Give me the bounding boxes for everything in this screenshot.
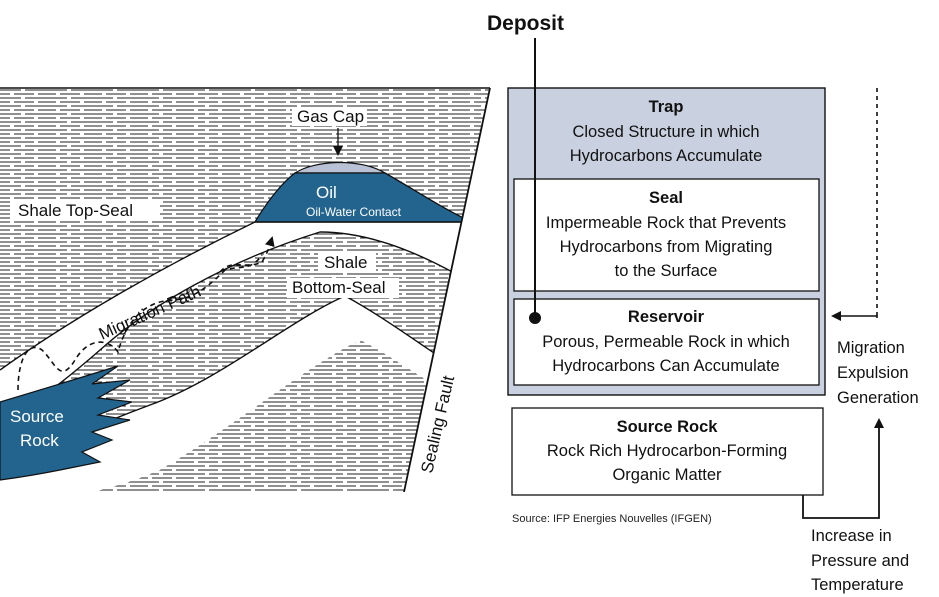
generation-label: Generation [837,389,919,407]
seal-line-1: Impermeable Rock that Prevents [546,214,786,232]
deposit-title: Deposit [487,12,564,35]
gas-cap-zone [292,161,388,174]
shale-top-seal-label: Shale Top-Seal [18,201,133,220]
source-rock-line-2: Organic Matter [612,466,722,484]
oil-water-contact-label: Oil-Water Contact [306,205,402,219]
reservoir-line-1: Porous, Permeable Rock in which [542,333,790,351]
reservoir-band [0,222,490,425]
sealing-fault-line [403,87,491,493]
seal-title: Seal [649,189,683,207]
source-rock-box [511,407,824,496]
reservoir-box [513,298,820,386]
increase-line-1: Increase in [811,527,892,545]
reservoir-line-2: Hydrocarbons Can Accumulate [552,357,779,375]
migration-label: Migration [837,339,905,357]
gas-cap-label: Gas Cap [297,107,364,126]
source-rock-line-1: Rock Rich Hydrocarbon-Forming [547,442,787,460]
cross-section [0,88,490,492]
generation-arrow [802,418,884,519]
oil-label: Oil [316,183,337,202]
oil-zone [253,172,473,223]
reservoir-title: Reservoir [628,308,705,326]
source-note: Source: IFP Energies Nouvelles (IFGEN) [512,513,712,525]
lower-band [0,296,490,492]
source-rock-label-2: Rock [20,431,59,450]
seal-line-2: Hydrocarbons from Migrating [560,238,773,256]
expulsion-label: Expulsion [837,364,909,382]
trap-line-1: Closed Structure in which [572,123,759,141]
increase-line-3: Temperature [811,576,904,594]
trap-line-2: Hydrocarbons Accumulate [570,147,763,165]
deposit-pointer-dot [529,312,541,324]
source-rock-zone [0,365,133,481]
trap-title: Trap [649,98,684,116]
increase-line-2: Pressure and [811,552,909,570]
shale-bottom-label-1: Shale [324,253,367,272]
source-rock-label-1: Source [10,407,64,426]
seal-line-3: to the Surface [615,262,718,280]
migration-dashed-path [17,254,263,391]
shale-bottom-label-2: Bottom-Seal [292,278,386,297]
seal-box [513,178,820,292]
source-rock-title: Source Rock [617,418,719,436]
migration-arrow [831,311,878,321]
